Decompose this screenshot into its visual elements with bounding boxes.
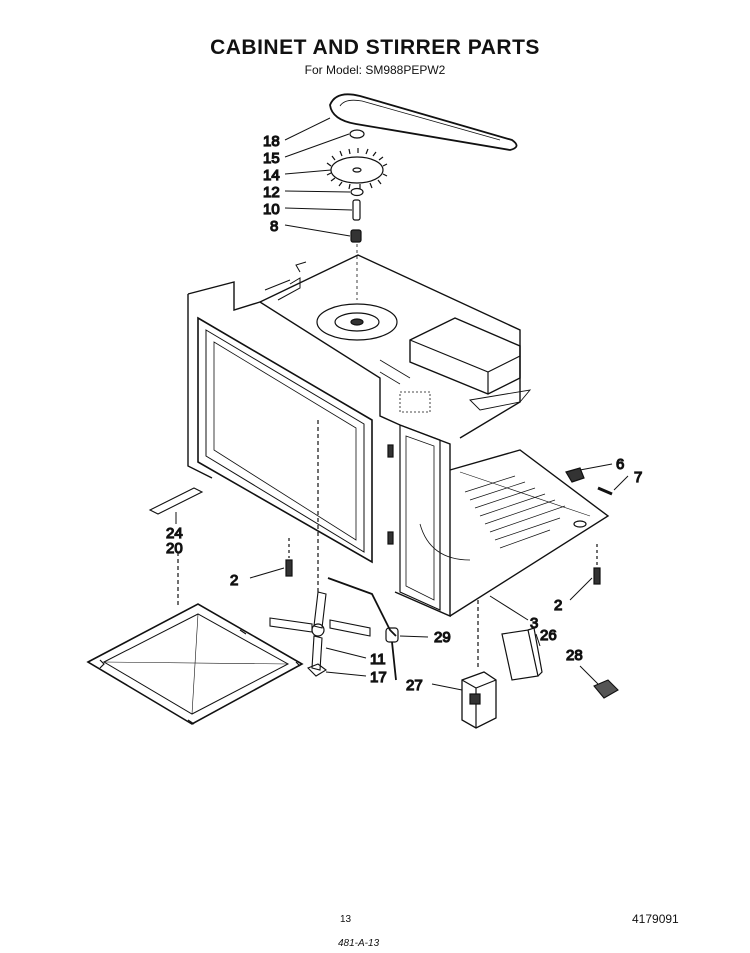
- waveguide-box: [409, 317, 521, 395]
- diagram-title: CABINET AND STIRRER PARTS: [210, 36, 540, 59]
- callout-12: 12: [263, 184, 280, 201]
- callout-11: 11: [370, 651, 386, 668]
- callout-3: 3: [530, 615, 538, 632]
- cabinet-base: [449, 449, 610, 617]
- washer-part-12: [350, 187, 364, 197]
- cabinet-side-opening: [399, 424, 441, 611]
- fuse-part: [501, 627, 543, 681]
- stirrer-motor-part: [461, 600, 497, 729]
- stirrer-blade-part: [326, 148, 388, 190]
- callout-17: 17: [370, 669, 387, 686]
- callout-27: 27: [406, 677, 423, 694]
- bottom-plate-part: [86, 603, 304, 725]
- handwritten-stamp: 481-A-13: [338, 938, 380, 949]
- page-number: 13: [340, 914, 352, 925]
- callout-15: 15: [263, 150, 280, 167]
- shaft-coupling-part: [327, 577, 399, 681]
- callout-7: 7: [634, 469, 642, 486]
- callout-26: 26: [540, 627, 557, 644]
- callout-18: 18: [263, 133, 280, 150]
- cabinet-top: [259, 254, 521, 439]
- model-subtitle: For Model: SM988PEPW2: [304, 63, 446, 77]
- cabinet-front: [187, 281, 451, 618]
- bearing-part: [350, 229, 362, 243]
- screw-part-7: [597, 486, 613, 496]
- callout-29: 29: [434, 629, 451, 646]
- base-vents: [464, 475, 566, 549]
- callout-leaders: [175, 117, 629, 691]
- screw-part-2-right: [593, 544, 601, 585]
- stirrer-fan-part: [269, 591, 371, 671]
- washer-part-15: [349, 129, 365, 139]
- callout-14: 14: [263, 167, 280, 184]
- clip-part-6: [565, 467, 585, 483]
- callout-28: 28: [566, 647, 583, 664]
- callout-10: 10: [263, 201, 280, 218]
- nut-part: [307, 663, 327, 677]
- stirrer-well: [316, 303, 398, 341]
- callout-2-right: 2: [554, 597, 562, 614]
- shaft-part: [352, 199, 361, 221]
- callout-8: 8: [270, 218, 278, 235]
- callout-2-left: 2: [230, 572, 238, 589]
- screw-part-2-left: [285, 538, 293, 577]
- callout-6: 6: [616, 456, 624, 473]
- callout-24: 24: [166, 525, 183, 542]
- door-frame: [197, 316, 373, 564]
- clip-part-28: [593, 679, 619, 699]
- stirrer-gasket-part: [329, 93, 518, 151]
- callout-20: 20: [166, 540, 183, 557]
- document-number: 4179091: [632, 912, 679, 926]
- bracket-part: [148, 487, 204, 515]
